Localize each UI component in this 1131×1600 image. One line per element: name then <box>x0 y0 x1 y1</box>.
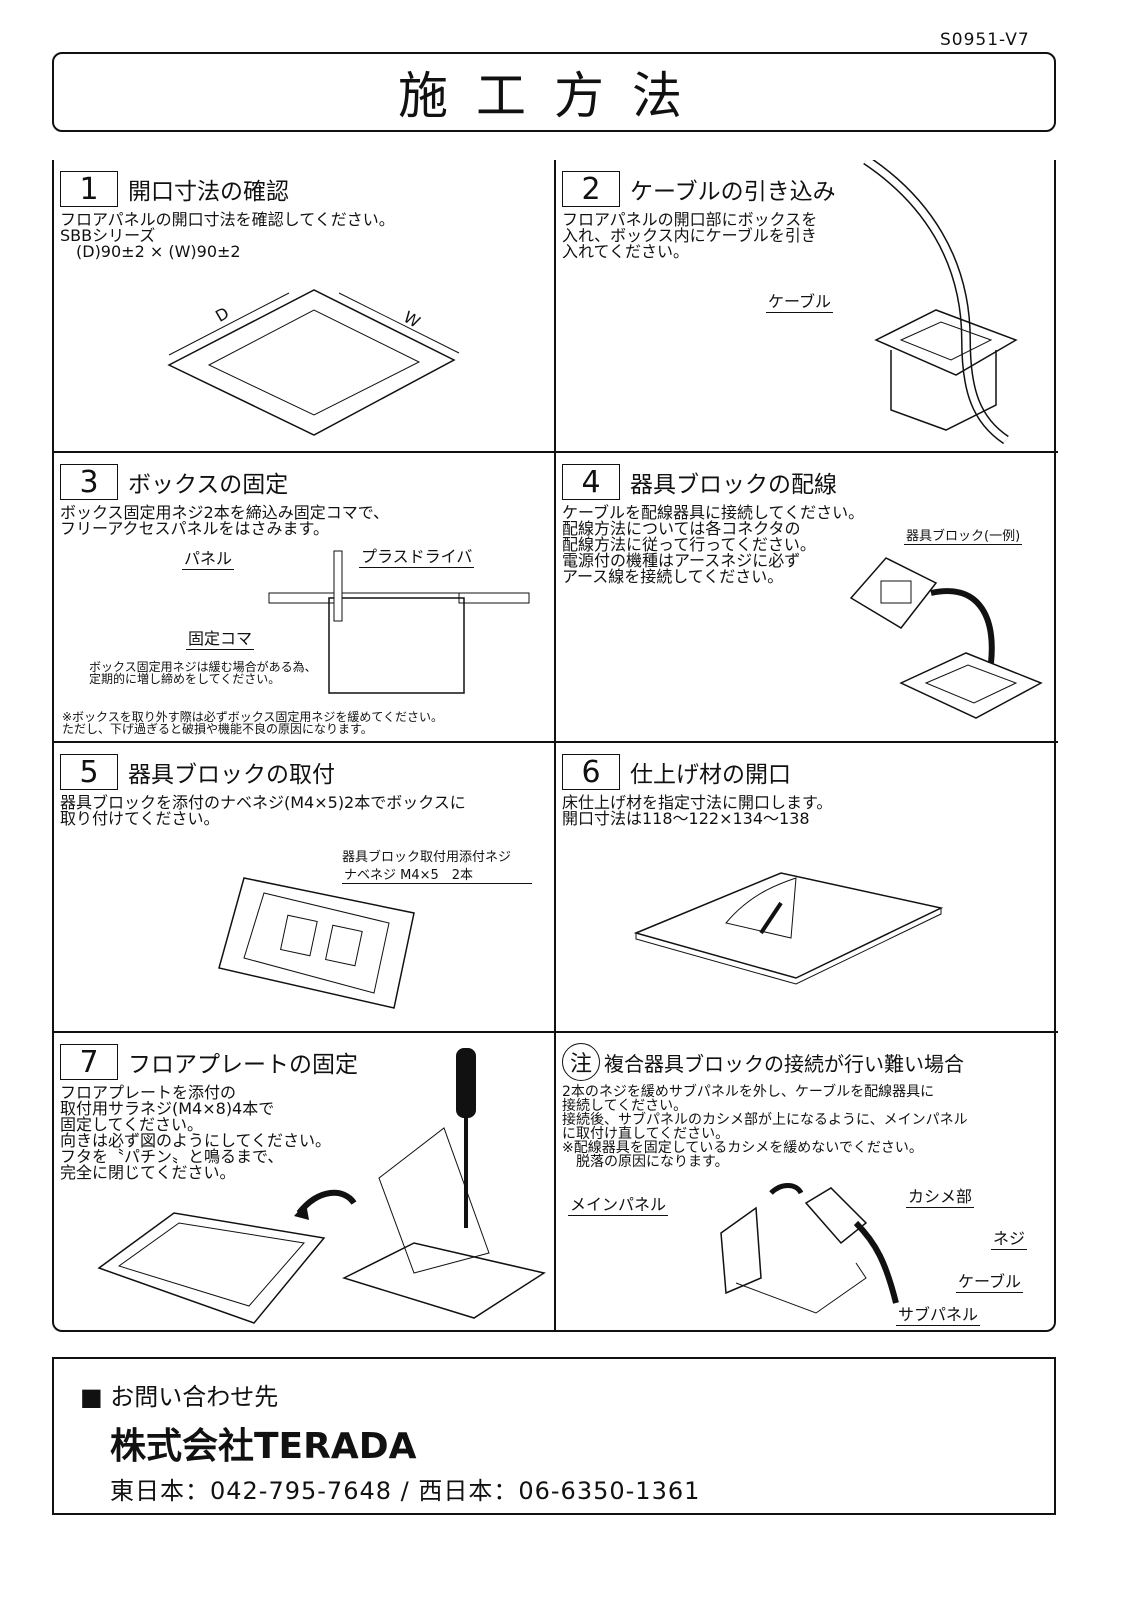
step-body: ケーブルを配線器具に接続してください。 配線方法については各コネクタの 配線方法… <box>562 503 865 586</box>
box-fixing-diagram <box>268 550 530 694</box>
step-number: 6 <box>562 754 620 790</box>
step-title: ボックスの固定 <box>128 472 289 498</box>
main-panel-label: メインパネル <box>568 1191 669 1216</box>
step-title: 開口寸法の確認 <box>128 179 289 205</box>
step-title: 器具ブロックの配線 <box>630 472 837 498</box>
screw-label: ネジ <box>991 1225 1028 1250</box>
cable-label: ケーブル <box>766 288 834 313</box>
document-id: S0951-V7 <box>940 30 1030 50</box>
step-4-panel: 4 器具ブロックの配線 ケーブルを配線器具に接続してください。 配線方法については… <box>556 453 1058 743</box>
note-title: 複合器具ブロックの接続が行い難い場合 <box>604 1051 964 1076</box>
step-title: ケーブルの引き込み <box>630 179 836 205</box>
step-title: 器具ブロックの取付 <box>128 762 335 788</box>
contact-heading: ■ お問い合わせ先 <box>80 1383 279 1411</box>
contact-box: ■ お問い合わせ先 株式会社TERADA 東日本：042-795-7648 / … <box>52 1357 1056 1515</box>
screw-label-1: 器具ブロック取付用添付ネジ <box>342 850 512 865</box>
step-2-panel: 2 ケーブルの引き込み フロアパネルの開口部にボックスを 入れ、ボックス内にケーブ… <box>556 160 1058 453</box>
screw-label-2: ナベネジ M4×5 2本 <box>342 864 532 884</box>
block-label: 器具ブロック(一例) <box>904 525 1023 545</box>
cable-label: ケーブル <box>956 1268 1024 1293</box>
kashime-label: カシメ部 <box>906 1183 975 1208</box>
step-3-panel: 3 ボックスの固定 ボックス固定用ネジ2本を締込み固定コマで、 フリーアクセスパネ… <box>54 453 556 743</box>
box-cable-illustration <box>863 160 1018 445</box>
step-1-panel: 1 開口寸法の確認 フロアパネルの開口寸法を確認してください。 SBBシリーズ (… <box>54 160 556 453</box>
subpanel-illustration <box>720 1183 899 1314</box>
step-body: フロアパネルの開口部にボックスを 入れ、ボックス内にケーブルを引き 入れてくださ… <box>562 210 818 261</box>
step-number: 3 <box>60 464 118 500</box>
driver-label: プラスドライバ <box>359 543 475 568</box>
wiring-illustration <box>849 557 1043 719</box>
sub-panel-label: サブパネル <box>896 1301 981 1326</box>
step-number: 5 <box>60 754 118 790</box>
step-title: フロアプレートの固定 <box>128 1052 358 1078</box>
step-body: ボックス固定用ネジ2本を締込み固定コマで、 フリーアクセスパネルをはさみます。 <box>60 503 390 538</box>
step-number: 4 <box>562 464 620 500</box>
floor-plate-illustration <box>97 1048 546 1324</box>
title-box: 施工方法 <box>52 52 1056 132</box>
removal-note: ※ボックスを取り外す際は必ずボックス固定用ネジを緩めてください。 ただし、下げ過… <box>62 710 443 736</box>
page-title: 施工方法 <box>398 67 710 125</box>
note-body: 2本のネジを緩めサブパネルを外し、ケーブルを配線器具に 接続してください。 接続… <box>562 1084 968 1170</box>
step-body: 器具ブロックを添付のナベネジ(M4×5)2本でボックスに 取り付けてください。 <box>60 793 466 828</box>
step-number: 1 <box>60 171 118 207</box>
step-number: 7 <box>60 1044 118 1080</box>
panel-label: パネル <box>182 545 235 570</box>
step-6-panel: 6 仕上げ材の開口 床仕上げ材を指定寸法に開口します。 開口寸法は118〜122×… <box>556 743 1058 1033</box>
block-mount-illustration <box>218 877 415 1009</box>
steps-grid: 1 開口寸法の確認 フロアパネルの開口寸法を確認してください。 SBBシリーズ (… <box>52 160 1058 1332</box>
step-title: 仕上げ材の開口 <box>630 762 791 788</box>
step-7-panel: 7 フロアプレートの固定 フロアプレートを添付の 取付用サラネジ(M4×8)4本で… <box>54 1033 556 1330</box>
step-number: 2 <box>562 171 620 207</box>
note-panel: 注複合器具ブロックの接続が行い難い場合 2本のネジを緩めサブパネルを外し、ケーブ… <box>556 1033 1058 1330</box>
step-body: 床仕上げ材を指定寸法に開口します。 開口寸法は118〜122×134〜138 <box>562 793 833 828</box>
phone-numbers: 東日本：042-795-7648 / 西日本：06-6350-1361 <box>110 1477 701 1505</box>
company-name: 株式会社TERADA <box>110 1426 417 1467</box>
koma-label: 固定コマ <box>186 625 255 650</box>
floor-opening-illustration <box>633 872 944 985</box>
step-body: フロアプレートを添付の 取付用サラネジ(M4×8)4本で 固定してください。 向… <box>60 1083 332 1182</box>
retighten-note: ボックス固定用ネジは緩む場合がある為、 定期的に増し締めをしてください。 <box>89 660 317 686</box>
note-icon: 注 <box>562 1043 600 1081</box>
opening-diagram <box>167 289 460 436</box>
step-body: フロアパネルの開口寸法を確認してください。 SBBシリーズ (D)90±2 × … <box>60 210 395 261</box>
step-5-panel: 5 器具ブロックの取付 器具ブロックを添付のナベネジ(M4×5)2本でボックスに … <box>54 743 556 1033</box>
